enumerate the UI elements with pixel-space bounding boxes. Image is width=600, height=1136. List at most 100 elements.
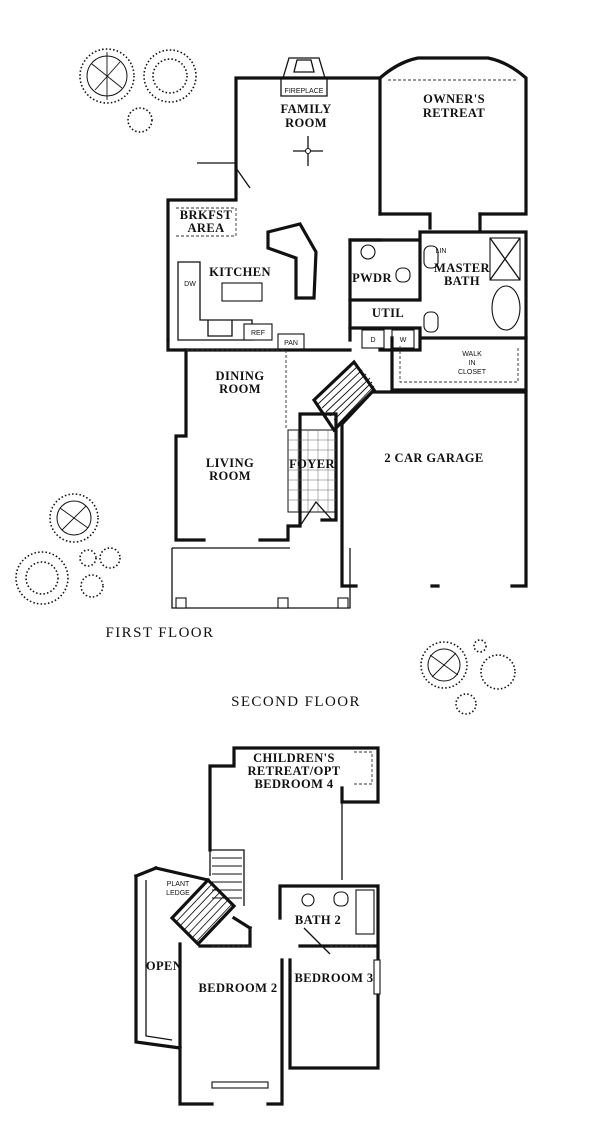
childrens-retreat-walls	[208, 746, 380, 852]
walk-in-closet-label-line: WALK	[462, 351, 482, 358]
front-porch	[171, 547, 351, 609]
powder-sink	[360, 244, 376, 260]
shrub-icon	[99, 547, 121, 569]
ceiling-fan-icon	[293, 136, 323, 166]
front-door	[299, 500, 333, 527]
childrens-retreat-label-line: CHILDREN'S	[253, 751, 335, 765]
powder-toilet	[395, 267, 411, 283]
shrub-icon	[127, 107, 153, 133]
bath-2-label: BATH 2	[295, 913, 341, 927]
pan-label: PAN	[284, 340, 298, 347]
dryer	[361, 329, 385, 349]
master-tub	[491, 285, 521, 331]
walk-in-closet-label-line: IN	[469, 360, 476, 367]
bath-2-sink	[301, 893, 315, 907]
walk-in-closet-label: WALK IN CLOSET	[458, 351, 487, 376]
childrens-retreat-label-line: BEDROOM 4	[255, 777, 334, 791]
shrub-icon	[473, 639, 487, 653]
owners-retreat-walls	[377, 56, 528, 230]
garage-label: 2 CAR GARAGE	[384, 451, 483, 465]
open-area-walls	[133, 865, 210, 1050]
powder-util-walls	[348, 212, 528, 352]
master-bath-label-line: BATH	[444, 274, 480, 288]
shrub-icon	[79, 549, 97, 567]
refrigerator	[243, 323, 273, 341]
open-label: OPEN	[146, 959, 182, 973]
kitchen-label: KITCHEN	[209, 265, 271, 279]
porch-column	[337, 597, 349, 609]
util-label: UTIL	[372, 306, 404, 320]
bedroom-2-label: BEDROOM 2	[199, 981, 278, 995]
walk-in-closet-label-line: CLOSET	[458, 369, 487, 376]
walk-in-closet-walls	[390, 336, 528, 392]
tree-icon	[49, 493, 99, 543]
dining-living-walls	[174, 348, 338, 542]
shrub-icon	[480, 654, 516, 690]
master-bath-label-line: MASTER	[434, 261, 490, 275]
bedroom-3-window	[373, 959, 381, 995]
plant-ledge	[145, 880, 173, 1041]
fireplace-hearth	[280, 57, 328, 97]
main-stair	[311, 359, 377, 433]
bath-2-door	[303, 927, 331, 955]
shrub-icon	[15, 551, 69, 605]
bath-2-tub	[355, 889, 375, 935]
owners-retreat-label-line: RETREAT	[423, 106, 486, 120]
upper-stair	[169, 849, 245, 947]
pwdr-label: PWDR	[352, 271, 392, 285]
bedroom-2-window	[211, 1081, 269, 1089]
bath-2-toilet	[333, 891, 349, 907]
landscaping	[15, 48, 516, 715]
foyer-tile	[287, 429, 337, 513]
closet-rod	[399, 346, 519, 383]
shrub-icon	[80, 574, 104, 598]
plant-ledge-label: PLANT LEDGE	[166, 881, 190, 897]
brkfst-area-label-line: AREA	[187, 221, 224, 235]
fireplace-label: FIREPLACE	[285, 88, 324, 95]
ref-label: REF	[251, 330, 265, 337]
garage-walls	[339, 390, 528, 588]
lin-label: LIN	[436, 248, 447, 255]
master-sink-1	[423, 245, 439, 269]
porch-column	[175, 597, 187, 609]
plant-ledge-label-line: PLANT	[167, 881, 190, 888]
kitchen-island	[266, 222, 318, 300]
bedroom-2-walls	[178, 915, 284, 1106]
family-room-label-line: ROOM	[285, 116, 327, 130]
owners-retreat-label-line: OWNER'S	[423, 92, 485, 106]
childrens-retreat-label-line: RETREAT/OPT	[247, 764, 340, 778]
porch-column	[277, 597, 289, 609]
tree-icon	[420, 641, 468, 689]
washer-label: W	[400, 337, 407, 344]
family-room-label-line: FAMILY	[280, 102, 331, 116]
second-floor-title: SECOND FLOOR	[231, 694, 361, 710]
tree-icon	[79, 48, 135, 104]
foyer-label: FOYER	[289, 457, 335, 471]
childrens-retreat-closet	[354, 751, 373, 785]
dining-room-label-line: ROOM	[219, 382, 261, 396]
dw-label: DW	[184, 281, 196, 288]
brkfst-area-line	[176, 207, 237, 237]
living-room-label-line: ROOM	[209, 469, 251, 483]
plant-ledge-label-line: LEDGE	[166, 890, 190, 897]
shrub-icon	[455, 693, 477, 715]
brkfst-area-label-line: BRKFST	[180, 208, 233, 222]
shower-cross	[489, 237, 521, 281]
first-floor-title: FIRST FLOOR	[106, 625, 215, 641]
family-room-bump	[197, 162, 251, 200]
kitchen-counters	[177, 261, 253, 341]
master-sink-2	[423, 311, 439, 333]
living-room-label-line: LIVING	[206, 456, 254, 470]
dryer-label: D	[370, 337, 375, 344]
shrub-icon	[143, 49, 197, 103]
dining-room-opening	[186, 349, 287, 430]
